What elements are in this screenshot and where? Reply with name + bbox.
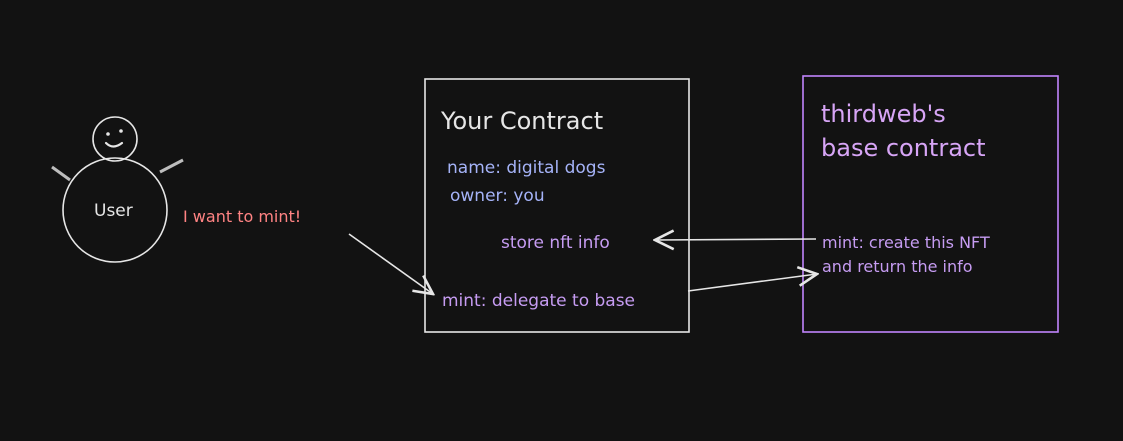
your-contract-border bbox=[424, 78, 690, 333]
return-info-arrow bbox=[655, 239, 817, 240]
delegate-to-base-arrow bbox=[687, 274, 817, 292]
user-head bbox=[92, 116, 138, 162]
user-left-arm bbox=[51, 165, 71, 182]
contract-name-field: name: digital dogs bbox=[447, 158, 606, 178]
user-right-arm bbox=[159, 158, 184, 174]
base-contract-border bbox=[802, 75, 1059, 333]
base-contract-title-line-1: thirdweb's bbox=[821, 100, 946, 128]
user-right-eye-icon bbox=[119, 129, 123, 133]
user-smile-icon bbox=[104, 141, 124, 148]
contract-owner-field: owner: you bbox=[450, 186, 545, 206]
your-contract-title: Your Contract bbox=[440, 107, 603, 135]
user-figure: User bbox=[51, 116, 184, 263]
user-left-eye-icon bbox=[106, 132, 110, 136]
base-contract-title-line-2: base contract bbox=[821, 134, 986, 162]
base-contract-box: thirdweb's base contract mint: create th… bbox=[802, 75, 1059, 333]
user-to-contract-arrow bbox=[348, 233, 433, 294]
base-mint-label-line-2: and return the info bbox=[822, 257, 973, 276]
user-speech: I want to mint! bbox=[183, 207, 301, 226]
user-body bbox=[62, 157, 168, 263]
your-contract-box: Your Contract name: digital dogs owner: … bbox=[424, 78, 690, 333]
user-label: User bbox=[94, 201, 133, 221]
store-nft-info-label: store nft info bbox=[501, 233, 610, 253]
base-mint-label-line-1: mint: create this NFT bbox=[822, 233, 990, 252]
mint-delegate-label: mint: delegate to base bbox=[442, 291, 635, 311]
